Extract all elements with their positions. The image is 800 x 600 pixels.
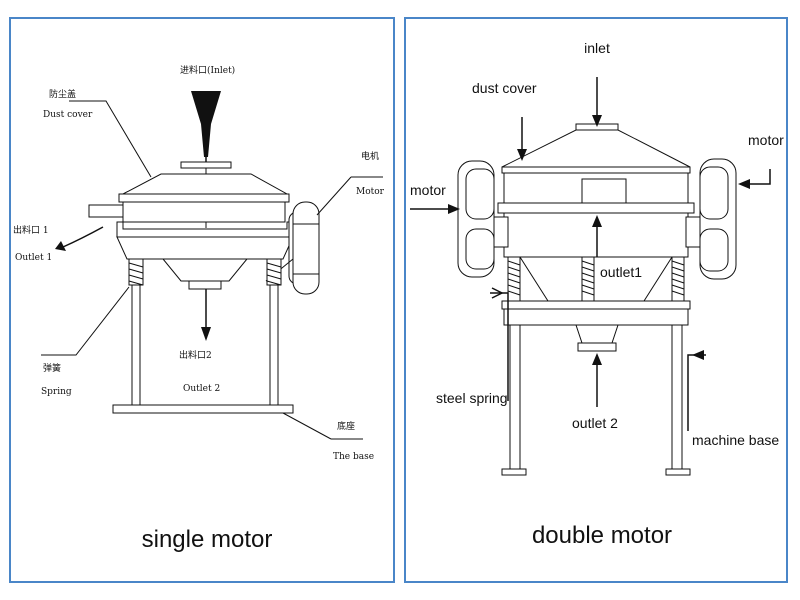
upper-frame (497, 172, 695, 258)
dust-cover-cn-label: 防尘盖 (49, 88, 76, 100)
leader-lines (41, 100, 383, 440)
single-motor-caption: single motor (142, 526, 273, 553)
spring-cn-label: 弹簧 (43, 362, 61, 374)
outlet1-cn-label: 出料口 1 (13, 224, 49, 236)
dust-cover-label: dust cover (472, 80, 537, 96)
double-motor-diagram: inlet dust cover motor motor outlet1 out… (410, 40, 784, 549)
right-motor (685, 158, 737, 280)
motor-left-label: motor (410, 182, 446, 198)
single-motor-panel: 进料口(Inlet) 防尘盖 Dust cover 电机 Motor 出料口 1… (9, 17, 395, 583)
screen-body (88, 201, 294, 290)
dust-cover-label: Dust cover (43, 110, 93, 120)
outlet1-label: outlet1 (600, 264, 642, 280)
double-motor-caption: double motor (532, 522, 672, 549)
left-motor (457, 160, 509, 278)
lower-frame (501, 300, 691, 352)
legs-and-base (112, 284, 294, 414)
outlet2-label: Outlet 2 (183, 384, 220, 394)
motor (265, 201, 320, 295)
outlet1-label: Outlet 1 (15, 253, 52, 263)
base-cn-label: 底座 (337, 420, 355, 432)
outlet2-label: outlet 2 (572, 415, 618, 431)
inlet-funnel (191, 91, 221, 164)
motor-label: Motor (356, 187, 385, 197)
machine-base-label: machine base (692, 432, 779, 448)
steel-spring-label: steel spring (436, 390, 508, 406)
outlet-arrows (55, 226, 211, 341)
motor-right-label: motor (748, 132, 784, 148)
arrows (410, 77, 771, 431)
base-label: The base (333, 452, 374, 462)
inlet-label: inlet (584, 40, 610, 56)
outlet2-cn-label: 出料口2 (179, 349, 212, 361)
springs (507, 256, 685, 302)
dust-cover (501, 123, 691, 174)
spring-label: Spring (41, 387, 72, 397)
single-motor-diagram: 进料口(Inlet) 防尘盖 Dust cover 电机 Motor 出料口 1… (13, 64, 385, 553)
machine-base-legs (501, 324, 691, 476)
inlet-cn-label: 进料口(Inlet) (180, 64, 235, 76)
dust-cover (118, 161, 290, 203)
double-motor-panel: inlet dust cover motor motor outlet1 out… (404, 17, 788, 583)
motor-cn-label: 电机 (361, 150, 379, 162)
